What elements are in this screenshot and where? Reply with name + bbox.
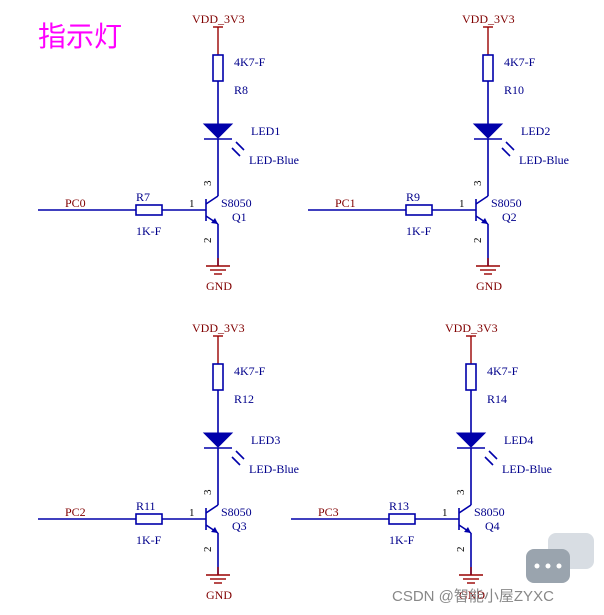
base-pin: 1: [459, 198, 465, 210]
transistor-emitter-arrow: [481, 218, 488, 224]
base-pin: 1: [189, 198, 195, 210]
transistor-designator: Q4: [485, 519, 500, 533]
resistor-designator: R8: [234, 83, 248, 97]
supply-label: VDD_3V3: [192, 12, 245, 26]
ground-label: GND: [459, 588, 485, 602]
led-symbol: [455, 432, 487, 448]
led-value: LED-Blue: [249, 462, 299, 476]
base-resistor: [135, 204, 163, 216]
transistor-type: S8050: [474, 505, 505, 519]
resistor-designator: R12: [234, 392, 254, 406]
led-light-arrow-2: [231, 147, 241, 157]
base-resistor-value: 1K-F: [136, 224, 162, 238]
supply-label: VDD_3V3: [445, 321, 498, 335]
resistor-value: 4K7-F: [504, 55, 536, 69]
supply-label: VDD_3V3: [462, 12, 515, 26]
led-symbol: [202, 432, 234, 448]
chat-logo-icon: [526, 533, 594, 583]
led-symbol: [472, 123, 504, 139]
led-value: LED-Blue: [249, 153, 299, 167]
collector-pin: 3: [455, 489, 467, 495]
emitter-pin: 2: [472, 238, 484, 244]
base-resistor-value: 1K-F: [389, 533, 415, 547]
led-light-arrow-1: [235, 141, 245, 151]
transistor-designator: Q2: [502, 210, 517, 224]
led-light-arrow-2: [501, 147, 511, 157]
emitter-pin: 2: [202, 238, 214, 244]
ground-label: GND: [206, 588, 232, 602]
transistor-designator: Q1: [232, 210, 247, 224]
net-label: PC0: [65, 196, 86, 210]
base-resistor-designator: R13: [389, 499, 409, 513]
pullup-resistor: [465, 363, 477, 391]
base-resistor-designator: R7: [136, 190, 150, 204]
transistor-collector-leg: [475, 195, 489, 205]
pullup-resistor: [212, 54, 224, 82]
transistor-emitter-arrow: [211, 218, 218, 224]
led-designator: LED1: [251, 124, 280, 138]
led-designator: LED2: [521, 124, 550, 138]
resistor-value: 4K7-F: [234, 364, 266, 378]
collector-pin: 3: [202, 180, 214, 186]
supply-label: VDD_3V3: [192, 321, 245, 335]
net-label: PC1: [335, 196, 356, 210]
net-label: PC3: [318, 505, 339, 519]
transistor-type: S8050: [221, 505, 252, 519]
transistor-designator: Q3: [232, 519, 247, 533]
resistor-designator: R14: [487, 392, 507, 406]
led-light-arrow-1: [235, 450, 245, 460]
watermark-text: CSDN @智能小屋ZYXC: [392, 587, 554, 605]
led-designator: LED3: [251, 433, 280, 447]
ground-label: GND: [476, 279, 502, 293]
base-pin: 1: [189, 507, 195, 519]
base-resistor-value: 1K-F: [406, 224, 432, 238]
emitter-pin: 2: [202, 547, 214, 553]
resistor-value: 4K7-F: [487, 364, 519, 378]
led-light-arrow-1: [488, 450, 498, 460]
base-resistor: [388, 513, 416, 525]
base-resistor: [135, 513, 163, 525]
base-resistor-designator: R11: [136, 499, 156, 513]
ground-label: GND: [206, 279, 232, 293]
led-symbol: [202, 123, 234, 139]
led-value: LED-Blue: [519, 153, 569, 167]
transistor-emitter-arrow: [211, 527, 218, 533]
transistor-collector-leg: [458, 504, 472, 514]
transistor-collector-leg: [205, 504, 219, 514]
page-title: 指示灯: [38, 20, 122, 53]
base-pin: 1: [442, 507, 448, 519]
pullup-resistor: [212, 363, 224, 391]
led-value: LED-Blue: [502, 462, 552, 476]
led-light-arrow-1: [505, 141, 515, 151]
net-label: PC2: [65, 505, 86, 519]
resistor-designator: R10: [504, 83, 524, 97]
collector-pin: 3: [202, 489, 214, 495]
transistor-collector-leg: [205, 195, 219, 205]
transistor-emitter-arrow: [464, 527, 471, 533]
pullup-resistor: [482, 54, 494, 82]
transistor-type: S8050: [491, 196, 522, 210]
led-light-arrow-2: [231, 456, 241, 466]
led-designator: LED4: [504, 433, 533, 447]
resistor-value: 4K7-F: [234, 55, 266, 69]
emitter-pin: 2: [455, 547, 467, 553]
led-light-arrow-2: [484, 456, 494, 466]
transistor-type: S8050: [221, 196, 252, 210]
base-resistor-value: 1K-F: [136, 533, 162, 547]
collector-pin: 3: [472, 180, 484, 186]
base-resistor: [405, 204, 433, 216]
base-resistor-designator: R9: [406, 190, 420, 204]
